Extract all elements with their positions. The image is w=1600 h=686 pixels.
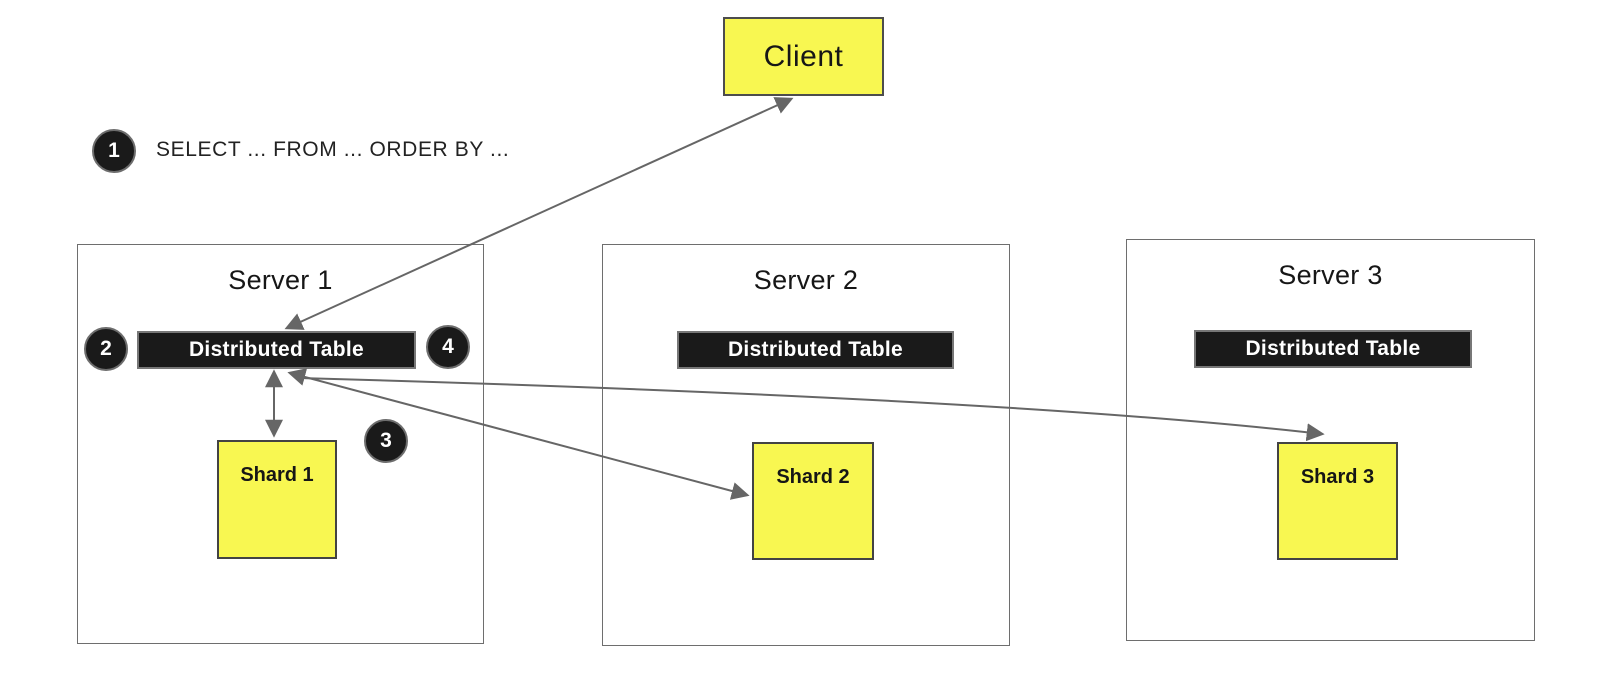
server-3-shard-label: Shard 3 [1300, 466, 1375, 488]
server-2-distributed-table-label: Distributed Table [727, 338, 904, 361]
server-1-box: Server 1 Distributed Table Shard 1 [77, 244, 484, 644]
client-label: Client [763, 39, 844, 73]
server-3-shard: Shard 3 [1277, 442, 1398, 560]
server-1-shard-label: Shard 1 [240, 464, 314, 486]
server-2-title: Server 2 [753, 265, 859, 295]
step-badge-3-number: 3 [380, 429, 392, 452]
server-2-shard-label: Shard 2 [776, 466, 850, 488]
server-3-box: Server 3 Distributed Table Shard 3 [1126, 239, 1535, 641]
step-badge-1: 1 [92, 129, 136, 173]
step-badge-4-number: 4 [442, 335, 454, 358]
server-1-distributed-table-label: Distributed Table [188, 338, 365, 361]
step-badge-2-number: 2 [100, 337, 112, 360]
server-3-distributed-table: Distributed Table [1194, 330, 1472, 368]
client-node: Client [723, 17, 884, 96]
server-3-title: Server 3 [1278, 260, 1383, 290]
step-badge-4: 4 [426, 325, 470, 369]
step-badge-1-number: 1 [108, 139, 120, 162]
server-2-shard: Shard 2 [752, 442, 874, 560]
server-1-title: Server 1 [228, 265, 333, 295]
server-2-distributed-table: Distributed Table [677, 331, 954, 369]
server-1-shard: Shard 1 [217, 440, 337, 559]
step-badge-3: 3 [364, 419, 408, 463]
query-annotation: SELECT ... FROM ... ORDER BY ... [156, 138, 510, 161]
server-2-box: Server 2 Distributed Table Shard 2 [602, 244, 1010, 646]
step-badge-2: 2 [84, 327, 128, 371]
server-1-distributed-table: Distributed Table [137, 331, 416, 369]
server-3-distributed-table-label: Distributed Table [1245, 337, 1421, 360]
